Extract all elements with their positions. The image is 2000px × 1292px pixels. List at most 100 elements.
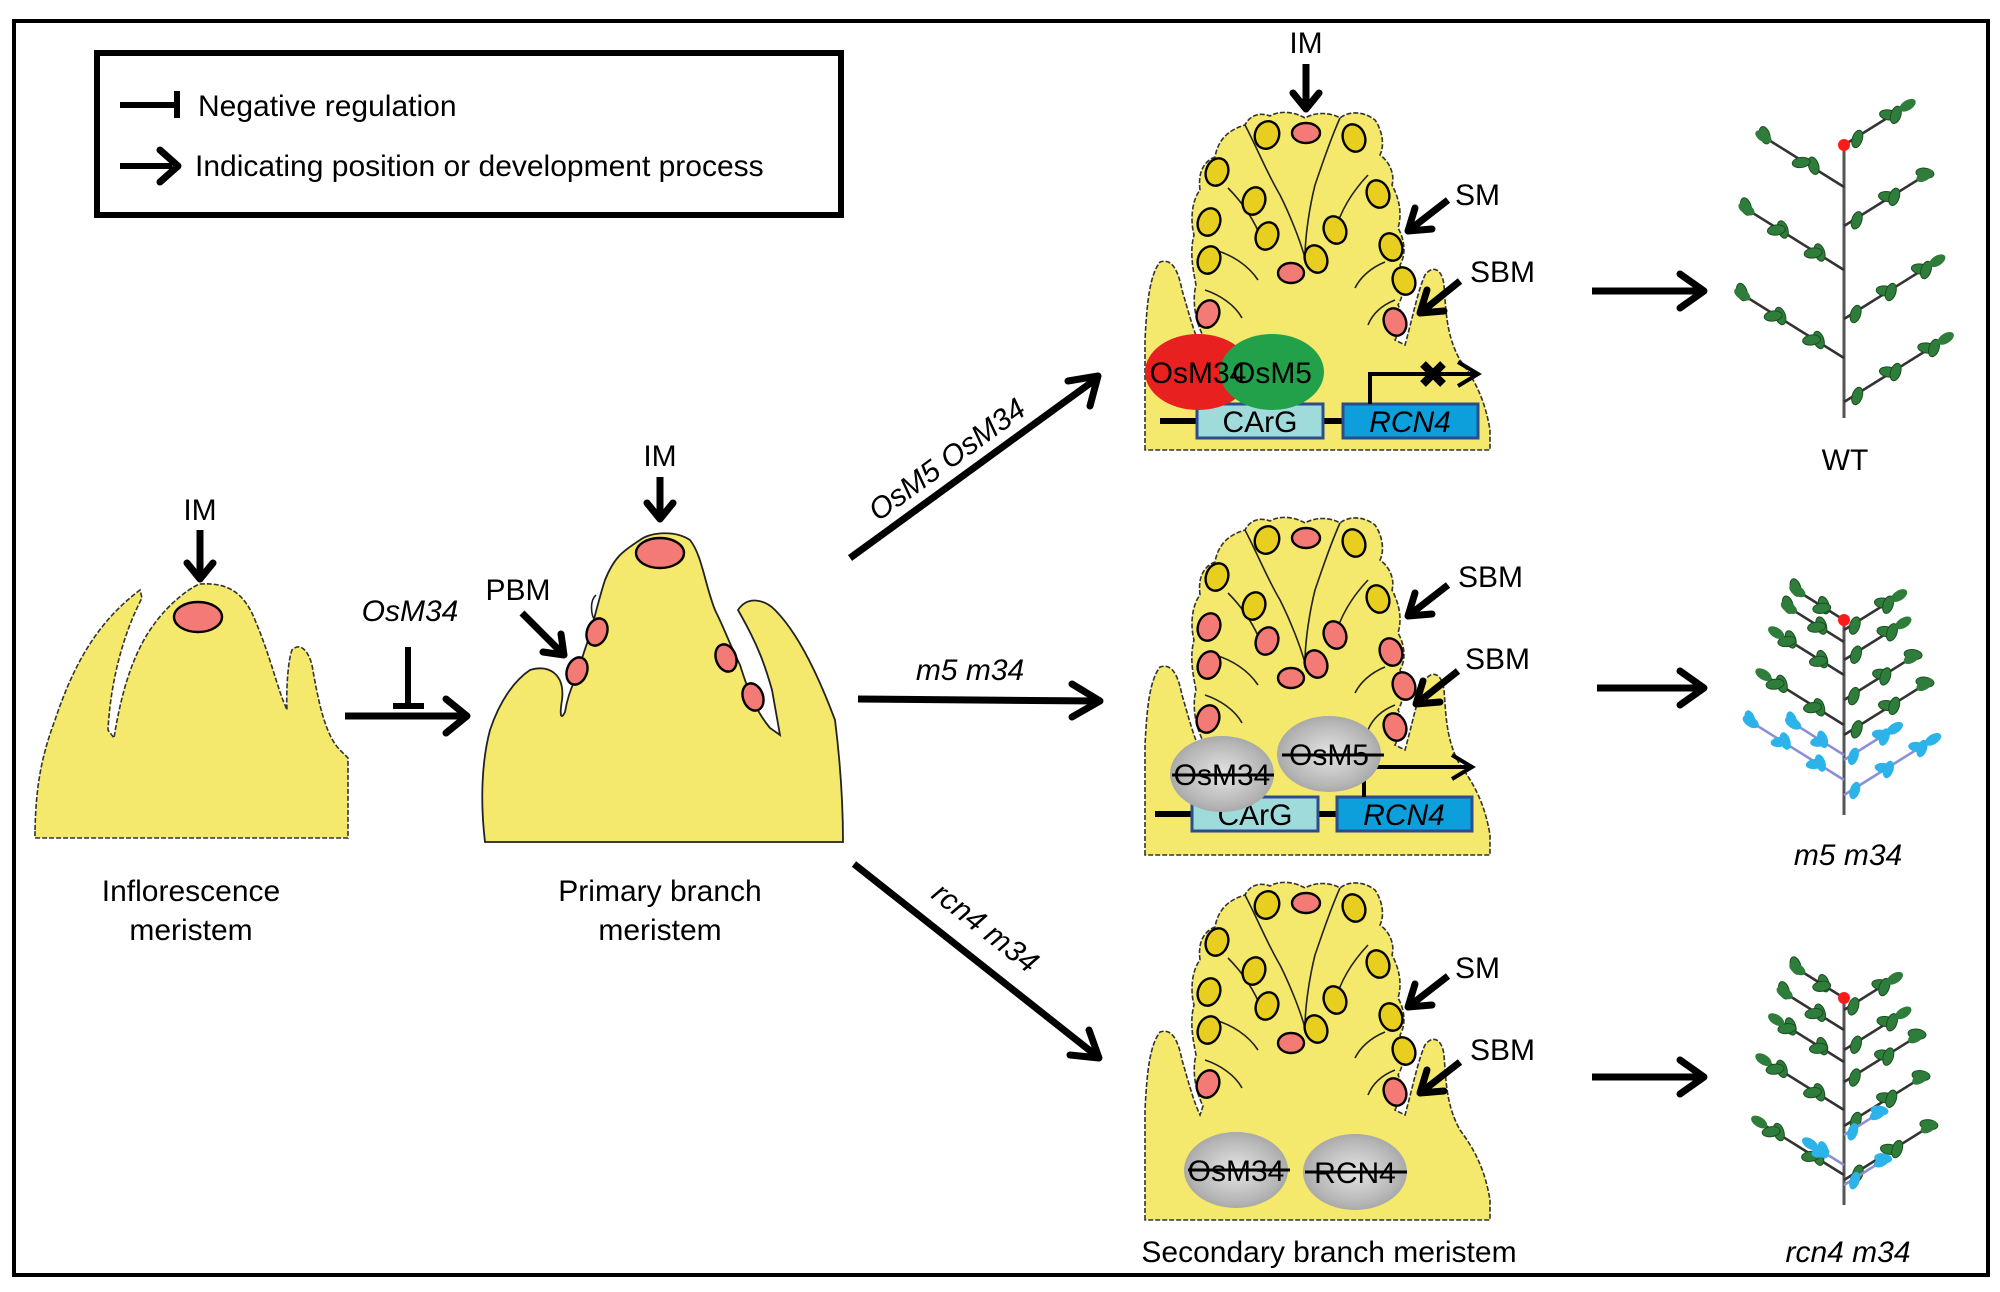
- sbm-label: SBM: [1470, 256, 1535, 289]
- arrow-right-icon: [1592, 1056, 1708, 1098]
- spikelet: [1884, 282, 1897, 302]
- im-label: IM: [183, 494, 216, 527]
- spikelet: [1805, 758, 1824, 770]
- arrow-right-icon: [345, 695, 471, 737]
- pbm-arrow-icon: [519, 610, 568, 659]
- spikelet: [1803, 1086, 1822, 1099]
- meristem-cell: [1195, 299, 1221, 329]
- arrow-right-icon: [120, 146, 182, 186]
- spikelet: [1751, 1115, 1768, 1129]
- spikelet: [1929, 254, 1946, 268]
- im-arrow-icon: [643, 477, 677, 523]
- legend-label-negative: Negative regulation: [198, 90, 457, 123]
- spikelet: [1812, 602, 1832, 614]
- meristem-cell: [741, 682, 765, 712]
- spikelet: [1848, 1068, 1861, 1087]
- sbm-label: SBM: [1470, 1034, 1535, 1067]
- spikelet: [1916, 678, 1933, 692]
- spikelet: [1849, 1171, 1861, 1190]
- spikelet: [1849, 1035, 1862, 1054]
- meristem-cell: [1382, 307, 1408, 337]
- meristem-cell: [1303, 244, 1329, 274]
- spikelet: [1803, 247, 1823, 259]
- panicle-branch: [1745, 207, 1845, 272]
- meristem-cell: [1365, 949, 1391, 979]
- primary-caption-line1: Primary branch: [558, 875, 761, 908]
- sbm-arrow-icon: [1412, 668, 1461, 708]
- meristem-cell: [1322, 215, 1348, 245]
- spikelet: [1768, 1013, 1785, 1026]
- spikelet: [1937, 332, 1954, 345]
- meristem-cell: [1276, 261, 1306, 285]
- spikelet: [1755, 1053, 1772, 1067]
- arrow-right-icon: [1592, 270, 1708, 312]
- phenotype-label-m5m34: m5 m34: [1794, 839, 1902, 872]
- spikelet: [1804, 1007, 1824, 1020]
- pathway-label-m5m34: m5 m34: [916, 654, 1024, 687]
- spikelet: [1927, 338, 1941, 358]
- meristem-cell: [1254, 626, 1280, 656]
- carg-label: CArG: [1223, 406, 1298, 439]
- spikelet: [1755, 130, 1772, 144]
- meristem-cell: [1253, 120, 1281, 150]
- spikelet: [1785, 716, 1802, 730]
- inhibition-bar-icon: [393, 647, 424, 709]
- spikelet: [1878, 728, 1890, 746]
- meristem-cell: [1204, 157, 1230, 187]
- spikelet: [1919, 260, 1933, 280]
- spikelet: [1908, 1030, 1925, 1044]
- meristem-cell: [1196, 1015, 1222, 1045]
- im-arrow-icon: [183, 530, 217, 583]
- meristem-cell: [1322, 985, 1348, 1015]
- meristem-cell: [714, 643, 738, 673]
- inflorescence-caption-line2: meristem: [129, 914, 252, 947]
- arrow-right-icon: [1597, 667, 1708, 709]
- osm34-inhibitor-label: OsM34: [362, 595, 459, 628]
- pathway-arrow-rcn4m34: rcn4 m34: [851, 861, 1103, 1062]
- meristem-cell: [1254, 221, 1280, 251]
- spikelet: [1882, 760, 1894, 779]
- inhibition-bar-icon: [120, 91, 180, 118]
- panicle-rcn4m34: [1751, 956, 1939, 1205]
- meristem-cell: [172, 600, 224, 634]
- spikelet: [1848, 616, 1861, 635]
- spikelet: [1849, 304, 1862, 324]
- spikelet: [1770, 736, 1789, 748]
- spikelet: [1849, 645, 1862, 664]
- meristem-cell: [1365, 584, 1391, 614]
- spikelet: [1734, 288, 1751, 301]
- meristem-cell: [1391, 671, 1417, 701]
- meristem-cell: [1391, 266, 1417, 296]
- legend: Negative regulation Indicating position …: [94, 50, 844, 218]
- meristem-cell: [1382, 1077, 1408, 1107]
- sm-arrow-icon: [1404, 197, 1451, 235]
- panicle-branch: [1741, 293, 1845, 360]
- spikelet: [1761, 1126, 1781, 1138]
- inflorescence-caption-line1: Inflorescence: [102, 875, 280, 908]
- spikelet: [1920, 1120, 1937, 1134]
- meristem-cell: [1341, 123, 1367, 153]
- spikelet: [1895, 616, 1912, 630]
- spikelet: [1847, 686, 1860, 706]
- meristem-cell: [1253, 890, 1281, 920]
- meristem-cell: [1303, 1014, 1329, 1044]
- sbm-label: SBM: [1465, 643, 1530, 676]
- meristem-cell: [1241, 186, 1267, 216]
- spikelet: [1812, 980, 1832, 992]
- meristem-cell: [1341, 528, 1367, 558]
- meristem-cell: [1254, 991, 1280, 1021]
- spikelet: [1882, 595, 1895, 614]
- spikelet: [1791, 156, 1811, 169]
- spikelet: [1742, 715, 1759, 729]
- blocked-x-icon: [1420, 361, 1446, 387]
- secondary-meristem-rcn4m34: SM SBM OsM34 RCN4 Secondary branch meris…: [1141, 881, 1535, 1269]
- meristem-cell: [1196, 650, 1222, 680]
- inflorescence-meristem: IM Inflorescence meristem: [34, 494, 349, 947]
- spikelet: [1916, 169, 1933, 183]
- sm-label: SM: [1455, 952, 1500, 985]
- spikelet: [1869, 1107, 1887, 1121]
- spikelet: [1878, 977, 1891, 997]
- meristem-cell: [1196, 245, 1222, 275]
- spikelet: [1763, 310, 1783, 322]
